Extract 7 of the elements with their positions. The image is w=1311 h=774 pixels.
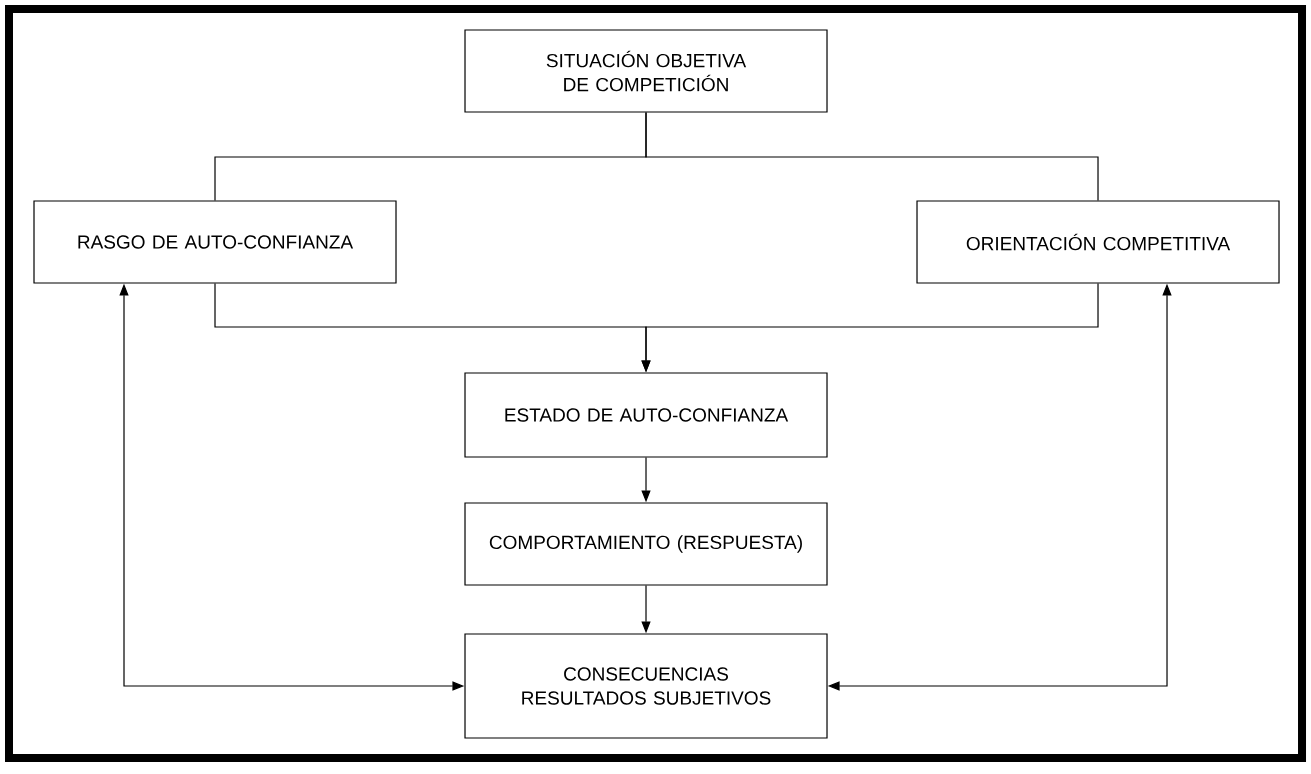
- process-box: CONSECUENCIAS RESULTADOS SUBJETIVOS: [464, 633, 828, 739]
- process-box: ESTADO DE AUTO-CONFIANZA: [464, 372, 828, 458]
- process-box: SITUACIÓN OBJETIVA DE COMPETICIÓN: [464, 29, 828, 113]
- connector-line: [645, 112, 1099, 201]
- process-box: ORIENTACIÓN COMPETITIVA: [916, 200, 1280, 284]
- process-box: RASGO DE AUTO-CONFIANZA: [33, 200, 397, 284]
- process-box: COMPORTAMIENTO (RESPUESTA): [464, 502, 828, 586]
